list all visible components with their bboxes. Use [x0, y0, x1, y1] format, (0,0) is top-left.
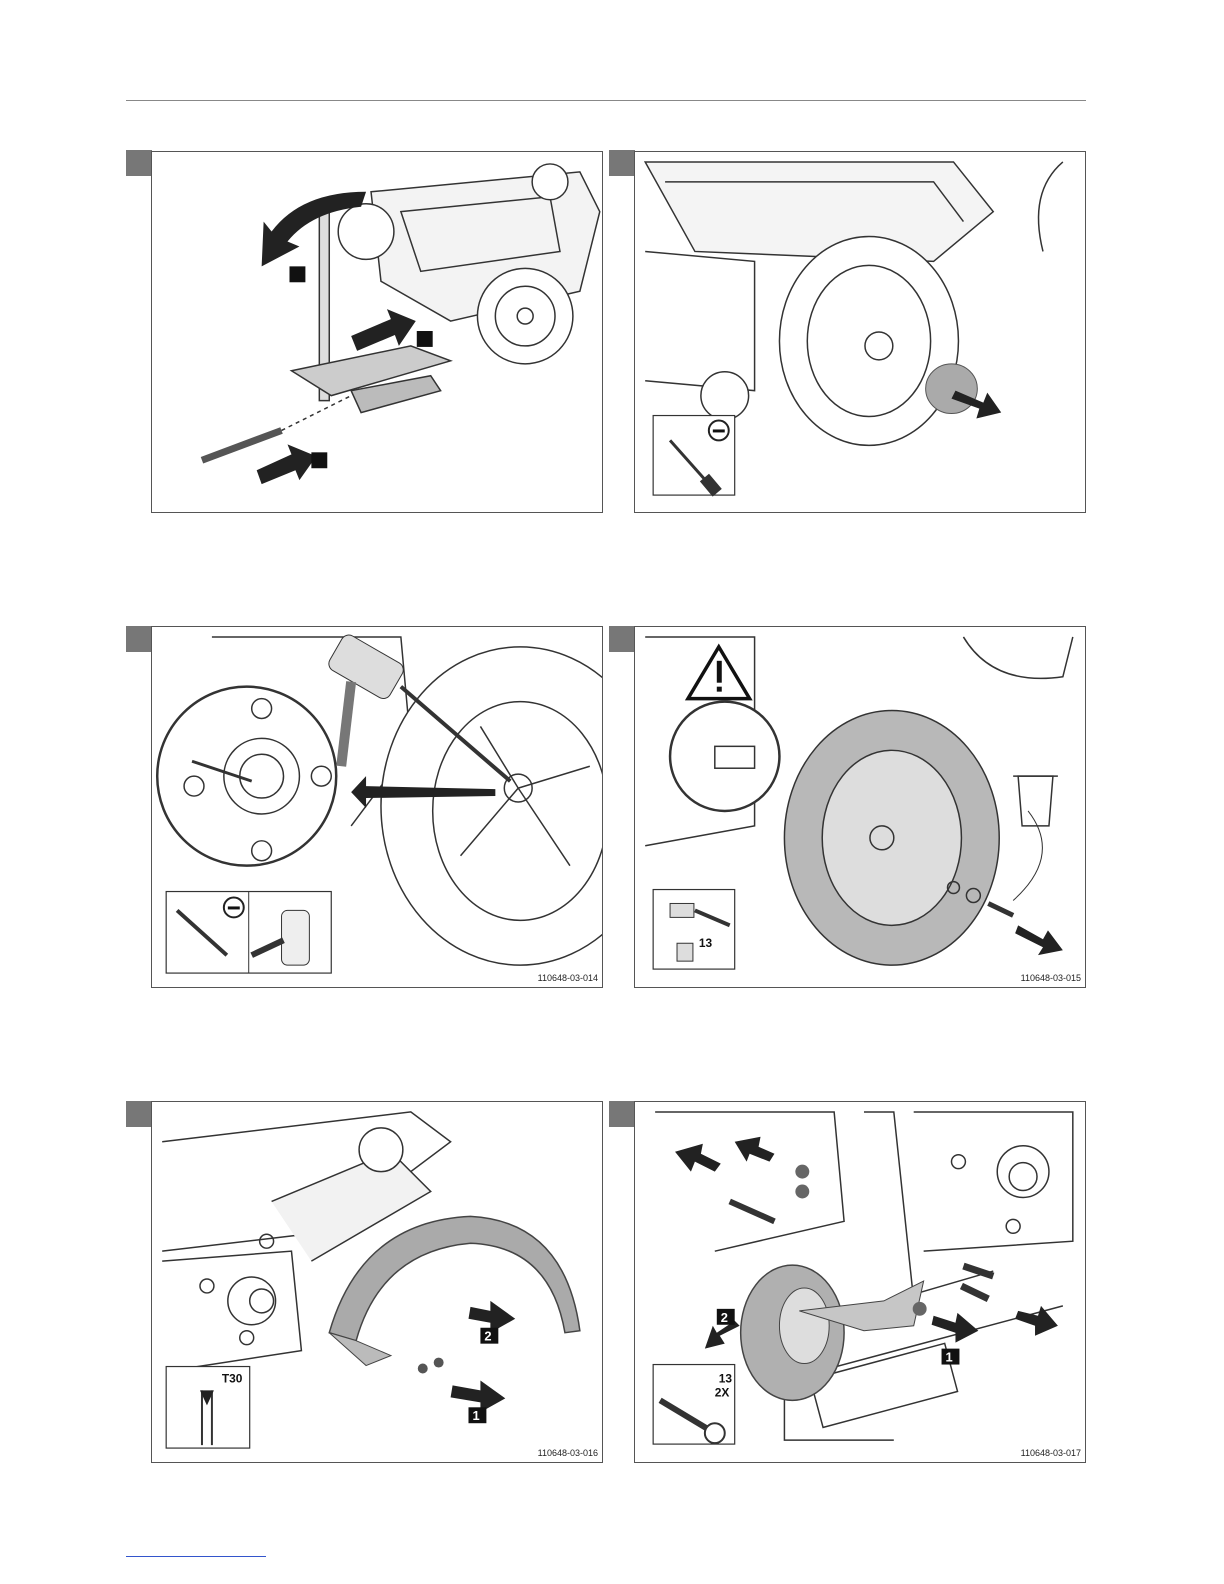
step-tab-3: [126, 626, 152, 652]
figure-code: 110648-03-014: [538, 973, 598, 983]
tool-size-label: 13: [719, 1371, 733, 1385]
figure-code: 110648-03-017: [1021, 1448, 1081, 1458]
header-rule: [126, 100, 1086, 101]
panel-remove-wheel: 13 110648-03-015: [634, 626, 1086, 988]
callout-label: 2: [484, 1329, 491, 1344]
panel-remove-caster-arm: 2 1 13 2X 110648-03-017: [634, 1101, 1086, 1463]
tool-qty-label: 2X: [715, 1385, 730, 1399]
figure-code: 110648-03-015: [1021, 973, 1081, 983]
illustration-hub-detail: [152, 627, 602, 987]
illustration-remove-wheel: 13: [635, 627, 1085, 987]
tool-bit-label: T30: [222, 1371, 243, 1385]
callout-label: 2: [721, 1310, 728, 1325]
figure-code: 110648-03-016: [538, 1448, 598, 1458]
illustration-remove-fender: 2 1 T30: [152, 1102, 602, 1462]
panel-remove-hub-cap-center: 110648-03-014: [151, 626, 603, 988]
panel-lift-jack: [151, 151, 603, 513]
illustration-lift-jack: [152, 152, 602, 512]
step-tab-6: [609, 1101, 635, 1127]
step-tab-5: [126, 1101, 152, 1127]
callout-label: 1: [946, 1350, 953, 1365]
illustration-remove-caster-arm: 2 1 13 2X: [635, 1102, 1085, 1462]
tool-size-label: 13: [699, 936, 713, 950]
panel-remove-hubcap: [634, 151, 1086, 513]
footer-link-rule: [126, 1556, 266, 1557]
step-tab-2: [609, 150, 635, 176]
step-tab-1: [126, 150, 152, 176]
illustration-remove-hubcap: [635, 152, 1085, 512]
callout-label: 1: [472, 1408, 479, 1423]
step-tab-4: [609, 626, 635, 652]
panel-remove-fender: 2 1 T30 110648-03-016: [151, 1101, 603, 1463]
